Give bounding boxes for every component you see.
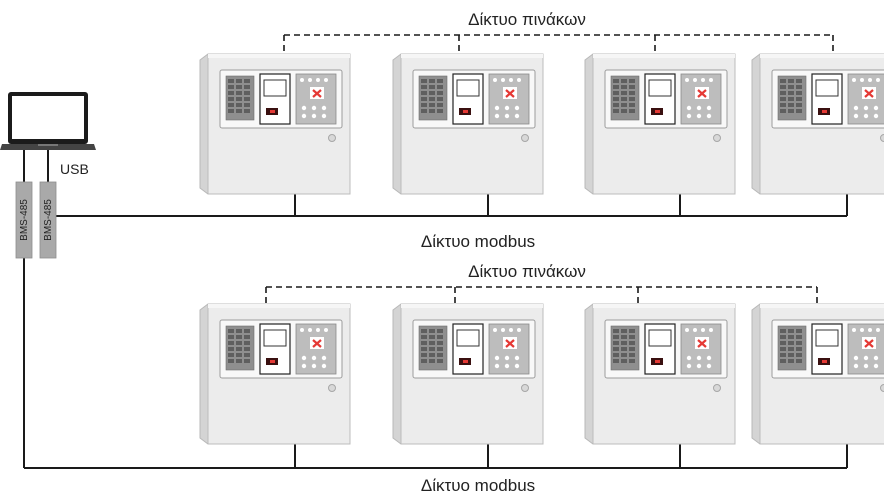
fire-alarm-control-panel-icon [583,52,737,196]
panel-network-label-top: Δίκτυο πινάκων [468,10,586,29]
fire-alarm-control-panel-icon [750,52,884,196]
fire-alarm-control-panel-icon [198,302,352,446]
wiring [23,34,848,469]
laptop-icon [0,92,96,150]
bms-485-converter-icon [15,181,57,259]
usb-label: USB [60,161,89,177]
fire-alarm-control-panel-icon [391,52,545,196]
modbus-network-label-bottom: Δίκτυο modbus [421,476,535,495]
fire-alarm-control-panel-icon [750,302,884,446]
converter-label-2: BMS-485 [43,199,54,241]
fire-alarm-control-panel-icon [391,302,545,446]
fire-alarm-control-panel-icon [198,52,352,196]
panels-layer [198,52,884,446]
fire-alarm-control-panel-icon [583,302,737,446]
modbus-network-label-top: Δίκτυο modbus [421,232,535,251]
panel-network-label-bottom: Δίκτυο πινάκων [468,262,586,281]
converter-label-1: BMS-485 [19,199,30,241]
